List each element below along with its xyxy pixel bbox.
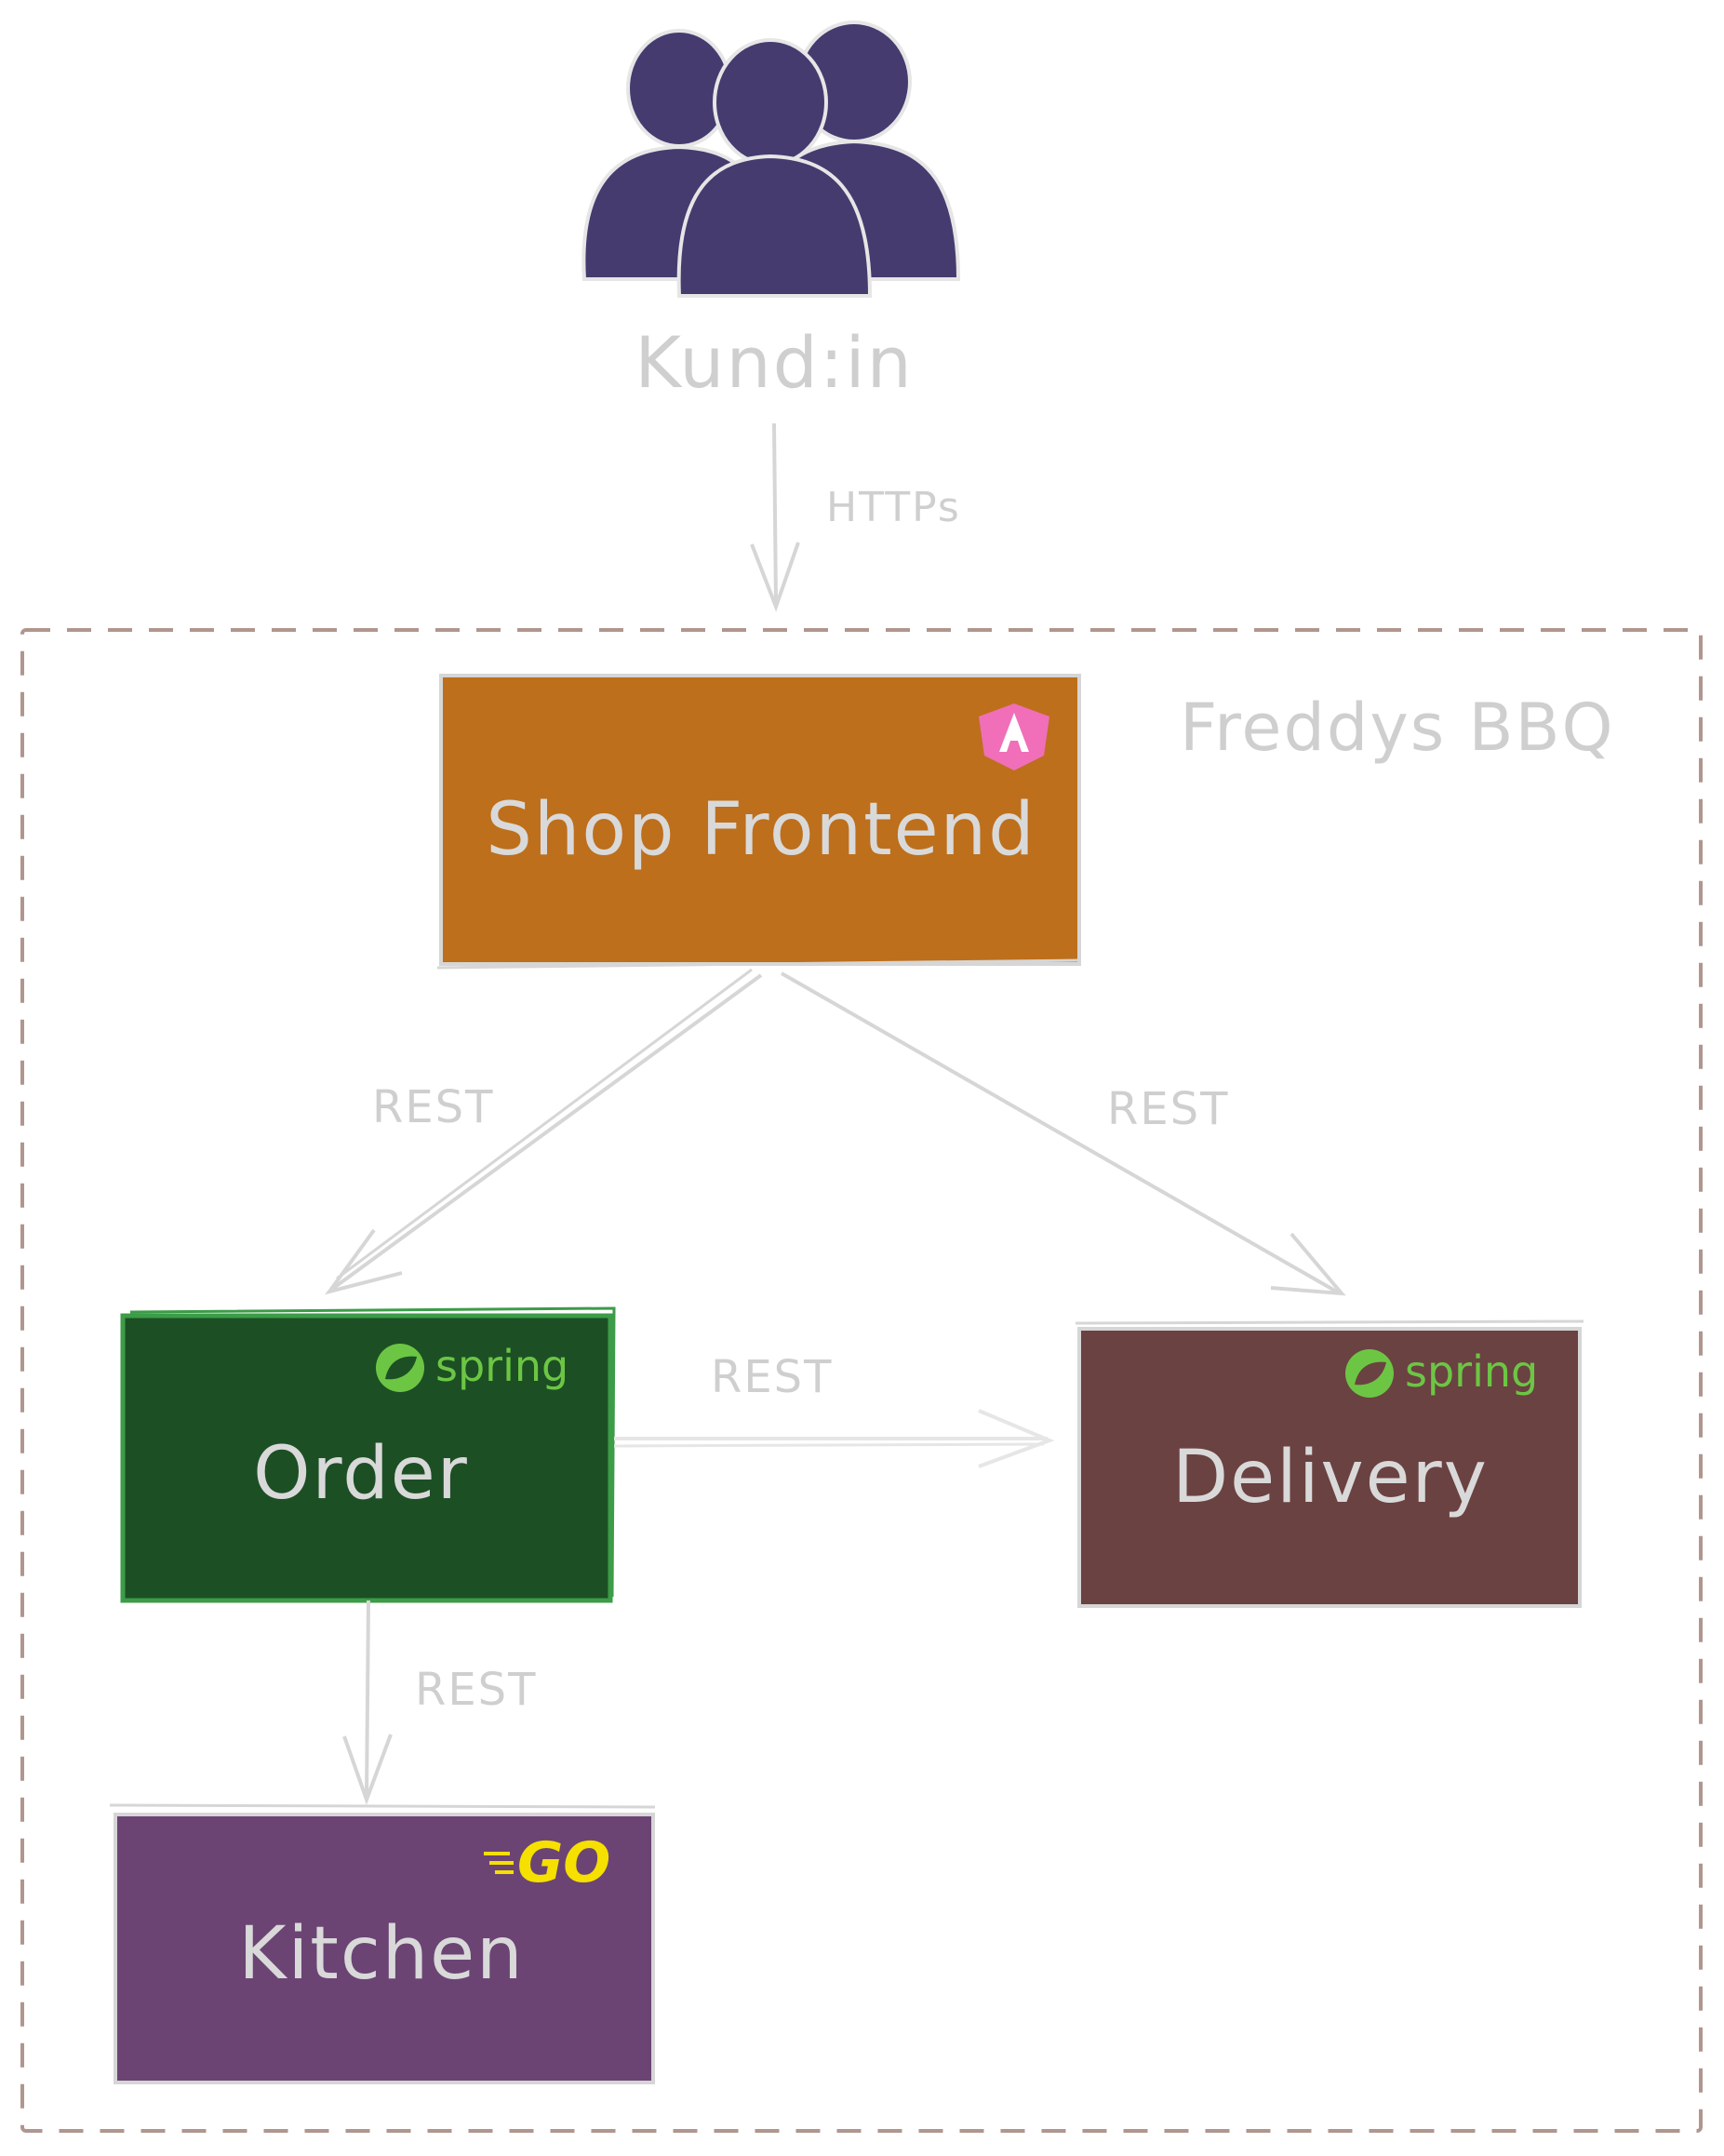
delivery-title: Delivery <box>1172 1436 1489 1520</box>
node-order: spring Order <box>120 1306 616 1603</box>
edge-shop-to-order <box>325 968 763 1295</box>
angular-icon <box>979 703 1049 770</box>
edge-label-order-delivery: REST <box>711 1351 833 1403</box>
node-kitchen: GO Kitchen <box>109 1803 656 2084</box>
shop-frontend-title: Shop Frontend <box>486 788 1036 872</box>
users-icon <box>581 20 961 298</box>
edge-label-https: HTTPs <box>826 484 961 531</box>
node-delivery: spring Delivery <box>1075 1319 1584 1608</box>
delivery-tech-label: spring <box>1405 1346 1538 1397</box>
order-title: Order <box>253 1432 469 1516</box>
system-boundary <box>20 628 1703 2133</box>
edge-order-to-delivery <box>613 1409 1055 1468</box>
edge-label-shop-delivery: REST <box>1107 1083 1229 1135</box>
kitchen-title: Kitchen <box>238 1912 524 1996</box>
actor-label: Kund:in <box>635 321 914 404</box>
boundary-label: Freddys BBQ <box>1180 690 1615 766</box>
node-shop-frontend: Shop Frontend <box>436 674 1082 970</box>
kitchen-tech-label: GO <box>517 1830 610 1895</box>
edge-actor-to-shop <box>750 422 800 612</box>
spring-icon <box>1345 1349 1394 1398</box>
edge-order-to-kitchen <box>342 1600 393 1805</box>
go-icon <box>484 1852 514 1874</box>
edge-shop-to-delivery <box>781 971 1346 1296</box>
edge-label-order-kitchen: REST <box>415 1664 537 1716</box>
order-tech-label: spring <box>435 1341 568 1391</box>
spring-icon <box>376 1344 424 1392</box>
edge-label-shop-order: REST <box>372 1081 494 1133</box>
